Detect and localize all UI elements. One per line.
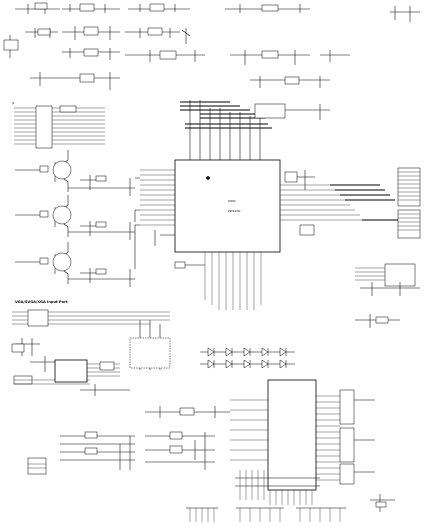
diode-array bbox=[200, 347, 295, 369]
mcu-part: PW1230 bbox=[228, 209, 241, 213]
vga-input-port: VGA/SVGA/XGA Input Port bbox=[11, 300, 171, 396]
input-header-block: J2 bbox=[11, 102, 105, 149]
section-title: VGA/SVGA/XGA Input Port bbox=[15, 300, 68, 304]
header-label: J2 bbox=[11, 102, 15, 105]
rgb-transistor-stages bbox=[15, 150, 135, 287]
main-controller-ic: U601 PW1230 bbox=[134, 100, 362, 310]
mcu-ref: U601 bbox=[228, 199, 236, 203]
power-section-top bbox=[3, 2, 420, 90]
right-connectors bbox=[330, 167, 421, 328]
bottom-circuits bbox=[27, 379, 395, 522]
